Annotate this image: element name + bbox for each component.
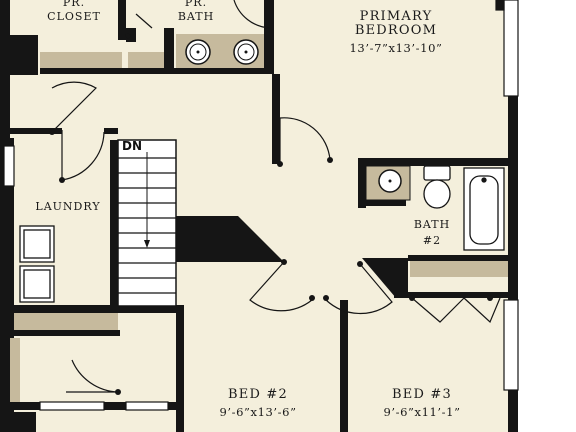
sink-icon <box>185 39 211 65</box>
windows <box>3 0 519 411</box>
pr-bath-label-2: BATH <box>178 10 214 23</box>
primary-bedroom-label-1: PRIMARY <box>360 9 433 24</box>
door-hinges <box>49 33 493 395</box>
walls <box>0 0 518 432</box>
primary-bedroom-dimensions: 13’-7”x13’-10” <box>350 41 443 55</box>
sink-icon <box>233 39 259 65</box>
washer-icon <box>19 225 55 263</box>
bed3-dimensions: 9’-6”x11’-1” <box>383 405 460 419</box>
toilet-icon <box>423 165 451 209</box>
dryer-icon <box>19 265 55 303</box>
bathtub-icon <box>463 167 505 251</box>
cabinets <box>10 34 508 402</box>
stair-arrow-head <box>144 240 150 248</box>
sink-icon <box>378 169 402 193</box>
pr-closet-label-1: PR. <box>63 0 85 9</box>
primary-bedroom-label-2: BEDROOM <box>355 23 437 38</box>
laundry-label: LAUNDRY <box>35 200 100 213</box>
doors[interactable] <box>51 0 501 393</box>
stair-down-label: DN <box>122 139 142 153</box>
bed2-label: BED #2 <box>228 387 288 402</box>
bed2-dimensions: 9’-6”x13’-6” <box>219 405 296 419</box>
staircase[interactable] <box>110 139 177 307</box>
pr-closet-label-2: CLOSET <box>47 10 101 23</box>
pr-bath-label-1: PR. <box>185 0 207 9</box>
bed3-label: BED #3 <box>392 387 452 402</box>
bath2-label-2: #2 <box>423 234 441 247</box>
bath2-label-1: BATH <box>414 218 450 231</box>
exterior-right <box>518 0 576 432</box>
